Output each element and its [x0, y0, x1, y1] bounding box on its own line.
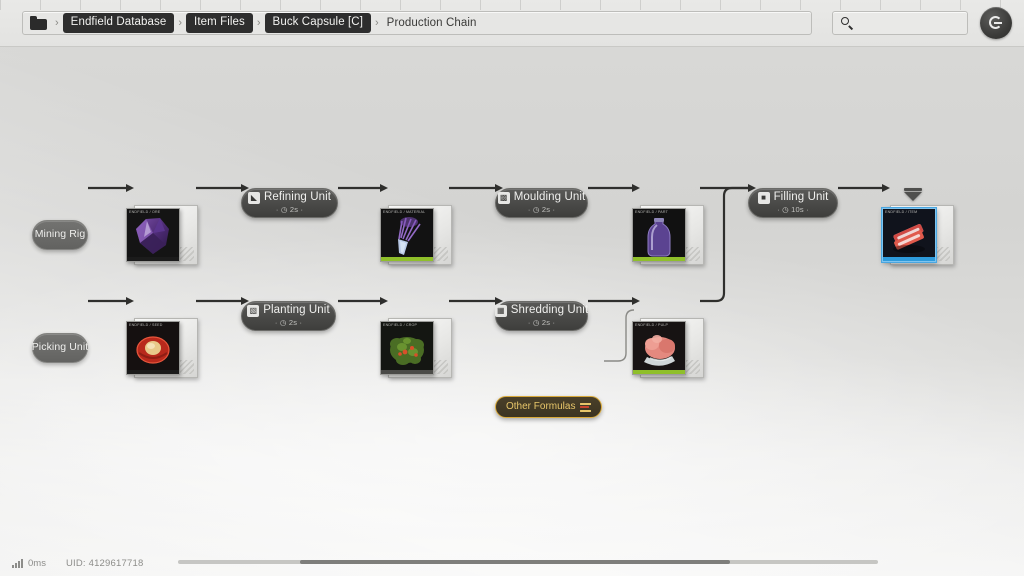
refining-icon: ◣ [247, 191, 260, 204]
unit-label: Filling Unit [773, 191, 829, 203]
horizontal-scrollbar-track[interactable] [178, 560, 878, 564]
unit-time: · ◷ 2s · [275, 204, 304, 214]
breadcrumb[interactable]: › Endfield Database › Item Files › Buck … [22, 11, 812, 35]
item-card-pulp-mass[interactable]: ENDFIELD / PULP [632, 318, 704, 378]
card-thumbnail: ENDFIELD / SEED [126, 321, 180, 375]
unit-time: · ◷ 2s · [527, 204, 556, 214]
breadcrumb-item-endfield-database[interactable]: Endfield Database [62, 12, 175, 34]
source-unit-label: Picking Unit [31, 341, 89, 354]
card-tag: ENDFIELD / ITEM [885, 210, 918, 214]
card-rarity-bar [127, 257, 179, 261]
unit-label: Refining Unit [263, 191, 332, 203]
breadcrumb-separator: › [375, 16, 379, 29]
unit-time: · ◷ 2s · [274, 317, 303, 327]
unit-time: · ◷ 10s · [777, 204, 809, 214]
item-card-capsule-shell[interactable]: ENDFIELD / PART [632, 205, 704, 265]
breadcrumb-separator: › [178, 16, 183, 29]
filling-icon: ■ [757, 191, 770, 204]
card-thumbnail: ENDFIELD / MATERIAL [380, 208, 434, 262]
status-bar: 0ms UID: 4129617718 [0, 550, 1024, 576]
search-input[interactable] [857, 16, 961, 30]
ping-value: 0ms [28, 557, 46, 569]
unit-label: Moulding Unit [513, 191, 586, 203]
moulding-icon: ▩ [497, 191, 510, 204]
item-card-purple-ore[interactable]: ENDFIELD / ORE [126, 205, 198, 265]
item-card-berry-cluster[interactable]: ENDFIELD / CROP [380, 318, 452, 378]
top-bar: › Endfield Database › Item Files › Buck … [0, 0, 1024, 47]
source-unit-mining-rig[interactable]: Mining Rig [32, 220, 88, 250]
search-icon [839, 15, 855, 31]
breadcrumb-separator: › [55, 16, 59, 29]
breadcrumb-item-buck-capsule[interactable]: Buck Capsule [C] [264, 12, 371, 34]
planting-icon: ▧ [247, 304, 260, 317]
horizontal-scrollbar-thumb[interactable] [300, 560, 730, 564]
card-tag: ENDFIELD / SEED [129, 323, 163, 327]
signal-bars-icon [12, 558, 23, 568]
formula-list-icon [580, 402, 592, 412]
back-arrow-icon [987, 14, 1005, 32]
card-rarity-bar [381, 257, 433, 261]
unit-label: Planting Unit [263, 304, 330, 316]
item-card-buck-capsule-output[interactable]: ENDFIELD / ITEM [882, 205, 954, 265]
item-card-red-seed[interactable]: ENDFIELD / SEED [126, 318, 198, 378]
card-rarity-bar [633, 257, 685, 261]
card-thumbnail: ENDFIELD / CROP [380, 321, 434, 375]
graph-canvas[interactable]: Mining Rig EN [0, 46, 1024, 546]
card-thumbnail: ENDFIELD / PART [632, 208, 686, 262]
card-tag: ENDFIELD / CROP [383, 323, 418, 327]
connector-wires [88, 184, 890, 362]
card-thumbnail: ENDFIELD / ITEM [882, 208, 936, 262]
card-tag: ENDFIELD / ORE [129, 210, 161, 214]
card-tag: ENDFIELD / PULP [635, 323, 669, 327]
card-rarity-bar [883, 257, 935, 261]
uid-value: UID: 4129617718 [65, 557, 144, 569]
unit-shredding[interactable]: ▦ Shredding Unit · ◷ 2s · [494, 301, 589, 331]
unit-moulding[interactable]: ▩ Moulding Unit · ◷ 2s · [495, 188, 588, 218]
item-card-refined-fibre[interactable]: ENDFIELD / MATERIAL [380, 205, 452, 265]
card-rarity-bar [381, 370, 433, 374]
unit-planting[interactable]: ▧ Planting Unit · ◷ 2s · [241, 301, 336, 331]
card-rarity-bar [127, 370, 179, 374]
source-unit-label: Mining Rig [34, 228, 86, 241]
breadcrumb-separator: › [256, 16, 261, 29]
breadcrumb-item-production-chain: Production Chain [386, 17, 477, 29]
unit-time: · ◷ 2s · [527, 317, 556, 327]
source-unit-picking[interactable]: Picking Unit [32, 333, 88, 363]
card-tag: ENDFIELD / MATERIAL [383, 210, 426, 214]
unit-refining[interactable]: ◣ Refining Unit · ◷ 2s · [241, 188, 338, 218]
topbar-tick-ruler [0, 0, 1024, 10]
card-tag: ENDFIELD / PART [635, 210, 669, 214]
card-thumbnail: ENDFIELD / PULP [632, 321, 686, 375]
card-rarity-bar [633, 370, 685, 374]
breadcrumb-item-item-files[interactable]: Item Files [186, 12, 253, 34]
other-formulas-label: Other Formulas [506, 401, 576, 412]
folder-icon[interactable] [30, 15, 47, 30]
shredding-icon: ▦ [494, 304, 507, 317]
unit-label: Shredding Unit [510, 304, 589, 316]
other-formulas-button[interactable]: Other Formulas [495, 396, 603, 418]
card-thumbnail: ENDFIELD / ORE [126, 208, 180, 262]
selected-output-caret-icon [904, 188, 922, 201]
unit-filling[interactable]: ■ Filling Unit · ◷ 10s · [748, 188, 838, 218]
back-button[interactable] [980, 7, 1012, 39]
search-box[interactable] [832, 11, 968, 35]
